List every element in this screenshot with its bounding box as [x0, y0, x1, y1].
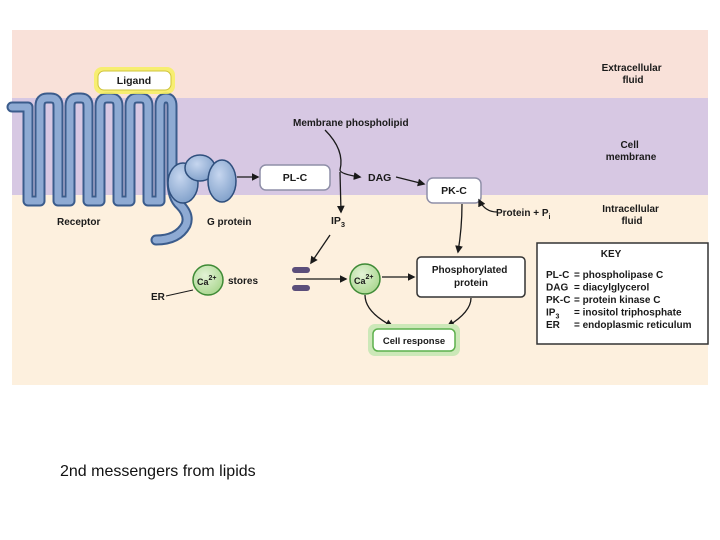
key-abbr: IP3 [546, 308, 559, 321]
key-abbr: PL-C [546, 270, 569, 281]
ca-ion-circle [349, 263, 381, 295]
key-abbr: ER [546, 320, 561, 331]
key-abbr: DAG [546, 283, 568, 294]
cell-response-box [372, 328, 456, 352]
slide-caption: 2nd messengers from lipids [60, 463, 256, 480]
key-definition: = inositol triphosphate [574, 308, 682, 319]
key-title: KEY [601, 249, 622, 260]
key-panel: KEY PL-C = phospholipase C DAG = diacylglyc… [536, 242, 709, 345]
g-protein [167, 154, 237, 204]
dag-label: DAG [368, 172, 391, 184]
extracellular-label: Extracellular fluid [602, 63, 665, 86]
membrane-phospholipid-label: Membrane phospholipid [293, 118, 409, 129]
key-definition: = phospholipase C [574, 270, 663, 281]
arrow-phosphorylated-protein-to-cell-response [446, 297, 472, 327]
ligand-label: Ligand [117, 75, 151, 87]
ca-stores-ion-label: Ca2+ [197, 275, 217, 287]
arrow-ca-to-cell-response [364, 294, 394, 327]
ca-stores-circle [192, 264, 224, 296]
phosphorylated-protein-box [416, 256, 526, 298]
protein-pi-label: Protein + Pi [496, 208, 551, 221]
key-rows: PL-C = phospholipase C DAG = diacylglycerol… [546, 270, 692, 331]
plc-box [259, 164, 331, 191]
arrow-phospholipid-curve [324, 129, 362, 180]
g-protein-label: G protein [207, 217, 251, 228]
arrow-pkc-to-phosphorylated-protein [455, 203, 463, 254]
arrow-protein-to-pkc [478, 198, 498, 213]
phosphorylated-protein-label: Phosphorylated protein [432, 265, 510, 289]
er-label: ER [151, 292, 166, 303]
receptor-label: Receptor [57, 217, 100, 228]
ligand-box [97, 70, 172, 91]
arrow-dag-to-pkc [395, 176, 426, 187]
stores-label: stores [228, 276, 258, 287]
ca-ion-label: Ca2+ [354, 274, 374, 286]
er-channel-bottom [292, 285, 310, 291]
key-definition: = protein kinase C [574, 295, 660, 306]
key-abbr: PK-C [546, 295, 570, 306]
arrow-to-ip3 [336, 171, 345, 214]
key-definition: = diacylglycerol [574, 283, 650, 294]
pkc-box [426, 177, 482, 204]
cell-response-label: Cell response [383, 336, 445, 347]
er-channel-top [292, 267, 310, 273]
ip3-label: IP3 [331, 215, 345, 229]
cell-membrane-label: Cell membrane [606, 140, 657, 163]
er-pointer-line [165, 289, 194, 297]
plc-label: PL-C [283, 172, 308, 184]
signaling-pathway-diagram: Extracellular fluid Cell membrane Intrac… [6, 30, 709, 385]
intracellular-label: Intracellular fluid [602, 204, 661, 227]
key-definition: = endoplasmic reticulum [574, 320, 692, 331]
pkc-label: PK-C [441, 185, 467, 197]
arrow-ip3-to-er-channel [310, 234, 331, 265]
